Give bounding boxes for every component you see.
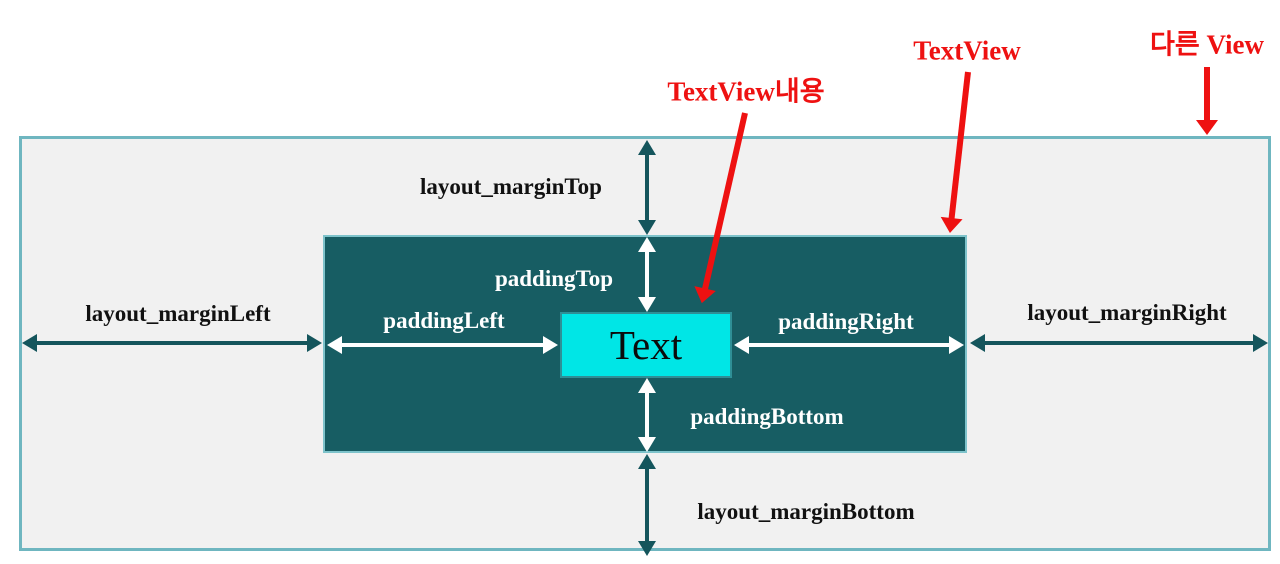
margin-bottom-label: layout_marginBottom <box>697 499 915 524</box>
textview-content-annotation: TextView내용 <box>667 76 825 107</box>
margin-bottom-arrow-icon <box>638 454 656 556</box>
padding-left-arrow-icon <box>327 336 558 354</box>
other-view-annotation: 다른 View <box>1150 29 1264 60</box>
text-content-box: Text <box>560 312 732 378</box>
margin-top-label: layout_marginTop <box>420 174 602 199</box>
margin-left-label: layout_marginLeft <box>85 301 271 326</box>
margin-left-arrow-icon <box>22 334 322 352</box>
padding-right-label: paddingRight <box>778 309 914 334</box>
padding-bottom-arrow-icon <box>638 378 656 452</box>
padding-bottom-label: paddingBottom <box>690 404 844 429</box>
margin-right-arrow-icon <box>970 334 1268 352</box>
textview-annotation: TextView <box>913 35 1021 66</box>
margin-right-label: layout_marginRight <box>1027 300 1227 325</box>
margin-top-arrow-icon <box>638 140 656 235</box>
padding-left-label: paddingLeft <box>383 308 505 333</box>
text-content-label: Text <box>609 322 683 368</box>
padding-top-label: paddingTop <box>494 266 614 291</box>
padding-top-arrow-icon <box>638 237 656 312</box>
padding-right-arrow-icon <box>734 336 964 354</box>
